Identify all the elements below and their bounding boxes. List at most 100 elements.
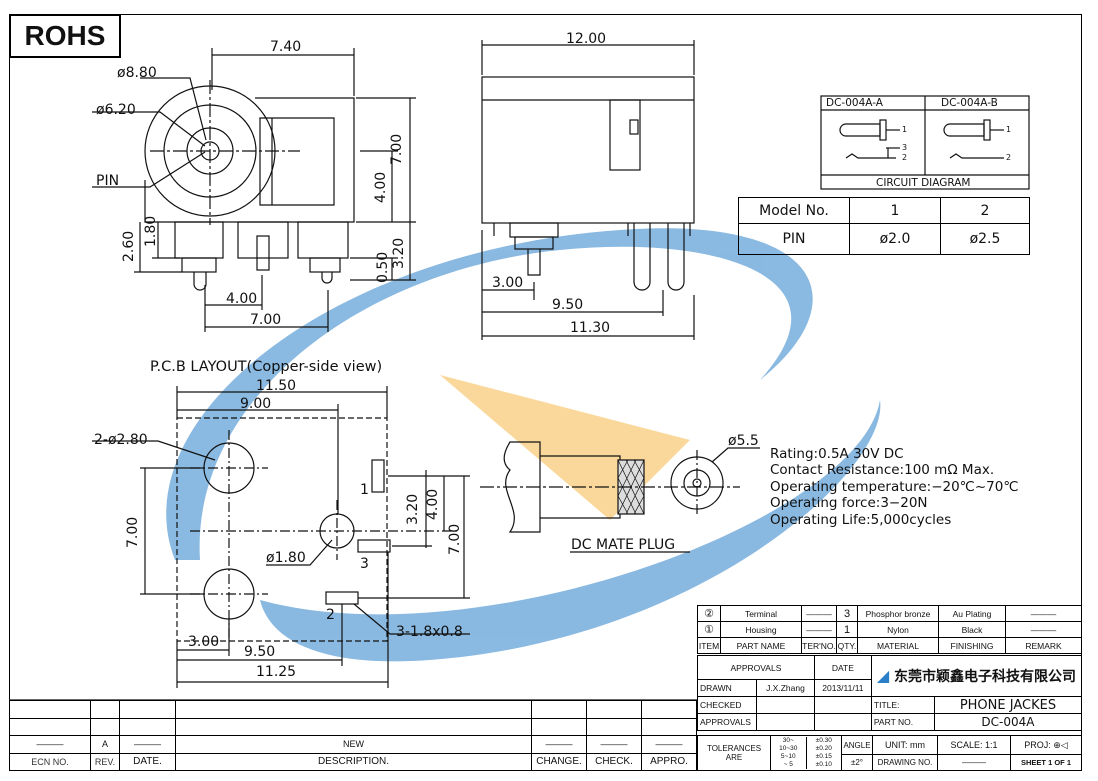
drawing-frame bbox=[9, 14, 1082, 771]
dc-mate-plug bbox=[480, 441, 760, 553]
watermark-logo bbox=[166, 228, 881, 662]
dim-w1200: 12.00 bbox=[566, 31, 607, 47]
bom-finish-2: Au Plating bbox=[938, 605, 1006, 622]
drawn-date: 2013/11/11 bbox=[813, 679, 872, 697]
side-view bbox=[481, 40, 695, 340]
circuit-b-pin2: 2 bbox=[1006, 153, 1012, 162]
bom-material-1: Nylon bbox=[857, 621, 939, 638]
rev-ecn: ——— bbox=[9, 735, 91, 754]
bom-h-part: PART NAME bbox=[720, 637, 802, 654]
ecn-header: ECN NO. bbox=[9, 752, 91, 771]
tol-value-4: ±0.10 bbox=[815, 761, 832, 768]
revision-block: ——— A ——— NEW ——— ——— ——— ECN NO. REV. D… bbox=[9, 700, 697, 771]
projection: PROJ: ⊕◁ bbox=[1010, 734, 1082, 756]
date-label: DATE bbox=[813, 655, 872, 680]
circuit-a-pin1: 1 bbox=[902, 125, 908, 134]
pcb-dim-b300: 3.00 bbox=[188, 634, 220, 650]
pcb-dim-w1150: 11.50 bbox=[256, 378, 297, 394]
dim-d880: ø8.80 bbox=[117, 65, 157, 81]
tol-value-1: ±0.30 bbox=[815, 737, 832, 744]
circuit-header-a: DC-004A-A bbox=[826, 97, 883, 109]
bom-item-1: ① bbox=[697, 621, 721, 638]
bom-ter-1: ——— bbox=[801, 621, 837, 638]
pcb-dim-b950: 9.50 bbox=[244, 644, 276, 660]
pcb-dim-b1125: 11.25 bbox=[256, 664, 297, 680]
dim-d620: ø6.20 bbox=[96, 102, 136, 118]
unit-label: UNIT: mm bbox=[872, 734, 938, 756]
drawing-no-label: DRAWING NO. bbox=[872, 754, 938, 771]
spec-temperature: Operating temperature:−20℃~70℃ bbox=[770, 478, 1019, 495]
rohs-badge: ROHS bbox=[9, 14, 121, 58]
bom-ter-2: ——— bbox=[801, 605, 837, 622]
check-header: CHECK. bbox=[586, 752, 642, 771]
pcb-dim-v400: 4.00 bbox=[425, 488, 441, 520]
dim-v260: 2.60 bbox=[121, 230, 137, 262]
bom-remark-2: ——— bbox=[1005, 605, 1082, 622]
front-view bbox=[92, 48, 416, 332]
pcb-dim-h700: 7.00 bbox=[125, 516, 141, 548]
tolerance-table: 30~ 10~30 5~10 ~ 5 ±0.30 ±0.20 ±0.15 ±0.… bbox=[770, 735, 842, 771]
bom-material-2: Phosphor bronze bbox=[857, 605, 939, 622]
model-no-header: Model No. bbox=[738, 197, 850, 224]
bom-h-qty: QTY. bbox=[836, 637, 858, 654]
angle-tolerance: ±2° bbox=[841, 754, 873, 771]
pcb-dim-w900: 9.00 bbox=[240, 396, 272, 412]
pin-value-2: ø2.5 bbox=[940, 223, 1030, 255]
tolerance-block: TOLERANCES ARE 30~ 10~30 5~10 ~ 5 ±0.30 … bbox=[697, 734, 1082, 771]
specifications: Rating:0.5A 30V DC Contact Resistance:10… bbox=[770, 446, 1019, 528]
title-label: TITLE: bbox=[870, 696, 935, 714]
pcb-dim-v320: 3.20 bbox=[405, 493, 421, 525]
scale-label: SCALE: 1:1 bbox=[937, 734, 1011, 756]
dim-d1130: 11.30 bbox=[570, 320, 611, 336]
approvals2-label: APPROVALS bbox=[697, 713, 757, 731]
plug-caption: DC MATE PLUG bbox=[571, 537, 676, 553]
spec-force: Operating force:3−20N bbox=[770, 495, 928, 512]
bom-h-item: ITEM bbox=[697, 637, 721, 654]
proj-label: PROJ: bbox=[1024, 739, 1051, 750]
part-no: DC-004A bbox=[933, 713, 1083, 731]
approvals-label: APPROVALS bbox=[697, 655, 815, 680]
company-logo-icon: ◢ bbox=[876, 666, 890, 685]
plug-diameter: ø5.5 bbox=[728, 433, 759, 449]
dim-v180: 1.80 bbox=[143, 215, 159, 247]
bom-part-housing: Housing bbox=[720, 621, 802, 638]
drawn-label: DRAWN bbox=[697, 679, 757, 697]
bom-h-remark: REMARK bbox=[1005, 637, 1082, 654]
rev-appro: ——— bbox=[641, 735, 697, 754]
bom-finish-1: Black bbox=[938, 621, 1006, 638]
rev-change: ——— bbox=[531, 735, 587, 754]
model-col-1: 1 bbox=[849, 197, 941, 224]
pin-label: PIN bbox=[96, 173, 120, 189]
bom-part-terminal: Terminal bbox=[720, 605, 802, 622]
pin-header: PIN bbox=[738, 223, 850, 255]
rev-date: ——— bbox=[119, 735, 176, 754]
tol-value-3: ±0.15 bbox=[815, 753, 832, 760]
circuit-header-b: DC-004A-B bbox=[941, 97, 998, 109]
date-header: DATE. bbox=[119, 752, 176, 771]
dim-h700: 7.00 bbox=[389, 133, 405, 165]
change-header: CHANGE. bbox=[531, 752, 587, 771]
company-name: ◢ 东莞市颖鑫电子科技有限公司 bbox=[870, 655, 1083, 697]
dim-h400: 4.00 bbox=[373, 171, 389, 203]
bom-h-finishing: FINISHING bbox=[938, 637, 1006, 654]
sheet-label: SHEET 1 OF 1 bbox=[1010, 754, 1082, 771]
bom-item-2: ② bbox=[697, 605, 721, 622]
dim-b400: 4.00 bbox=[226, 291, 258, 307]
angle-label: ANGLE bbox=[841, 734, 873, 756]
tol-value-2: ±0.20 bbox=[815, 745, 832, 752]
pcb-dim-d180: ø1.80 bbox=[266, 550, 306, 566]
dim-v320: 3.20 bbox=[391, 237, 407, 269]
rev-check: ——— bbox=[586, 735, 642, 754]
dim-d950: 9.50 bbox=[552, 297, 584, 313]
checked-label: CHECKED bbox=[697, 696, 757, 714]
circuit-diagram-lines bbox=[820, 95, 1030, 190]
bom-table: ② Terminal ——— 3 Phosphor bronze Au Plat… bbox=[697, 605, 1082, 654]
dim-b700: 7.00 bbox=[250, 312, 282, 328]
circuit-caption: CIRCUIT DIAGRAM bbox=[876, 177, 971, 189]
tol-range-3: 5~10 bbox=[780, 753, 796, 760]
description-header: DESCRIPTION. bbox=[175, 752, 532, 771]
bom-remark-1: ——— bbox=[1005, 621, 1082, 638]
bom-qty-1: 1 bbox=[836, 621, 858, 638]
model-col-2: 2 bbox=[940, 197, 1030, 224]
